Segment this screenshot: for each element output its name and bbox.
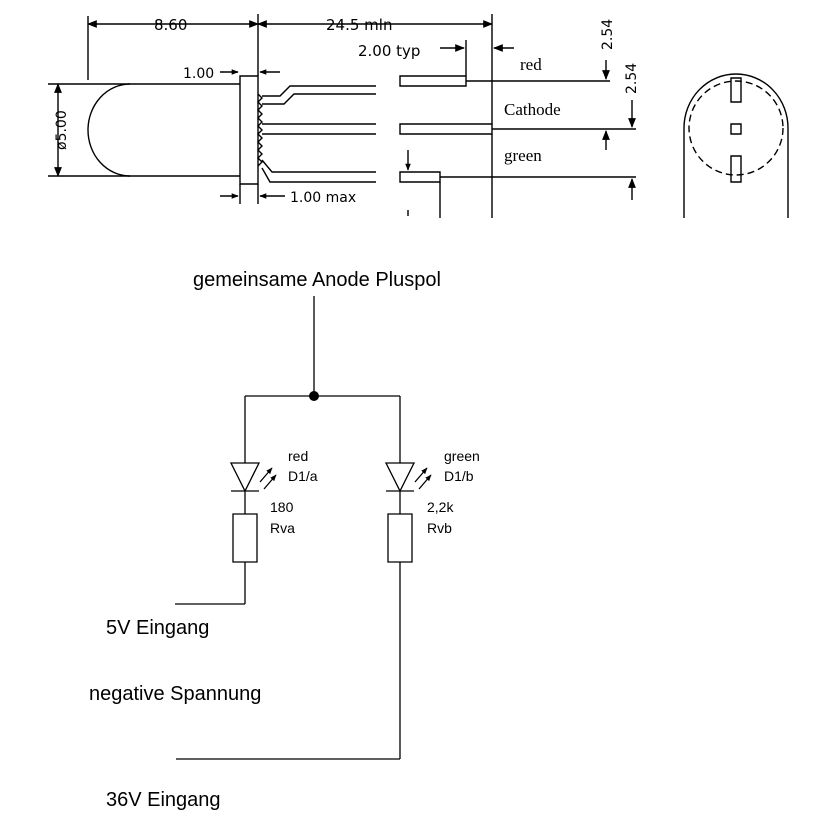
input-5v-label: 5V Eingang [106, 617, 209, 639]
drawing-labels: 8.60 24.5 mln 2.00 typ 1.00 1.00 max ø5.… [54, 16, 640, 206]
input-36v-label: 36V Eingang [106, 789, 221, 811]
lead-label-cathode: Cathode [504, 100, 561, 119]
res-b-ref: Rvb [427, 520, 452, 536]
led-diode-b [386, 463, 431, 491]
res-a-ref: Rva [270, 520, 295, 536]
lead-red-end [400, 76, 466, 86]
negative-voltage-label: negative Spannung [89, 683, 261, 705]
led-dome [88, 84, 240, 176]
resistor-b [388, 514, 412, 562]
lead-green-end [400, 172, 440, 182]
led-b-ref: D1/b [444, 468, 474, 484]
lead-green [262, 160, 376, 182]
dim-pitch-a: 2.54 [600, 19, 616, 50]
dim-flange-100: 1.00 [183, 66, 214, 82]
dim-pitch-b: 2.54 [624, 63, 640, 94]
led-b-color: green [444, 448, 480, 464]
dim-860: 8.60 [154, 16, 187, 34]
led-crimp [258, 94, 262, 166]
led-a-ref: D1/a [288, 468, 318, 484]
dim-max-100: 1.00 max [290, 190, 356, 206]
resistor-a [233, 514, 257, 562]
led-diode-a [231, 463, 276, 491]
anode-label: gemeinsame Anode Pluspol [193, 269, 441, 291]
lead-red [262, 86, 376, 104]
mechanical-drawing [48, 14, 788, 218]
lead-label-green: green [504, 146, 542, 165]
circuit-diagram [175, 296, 431, 759]
dim-diameter: ø5.00 [54, 110, 70, 150]
led-flange [240, 76, 258, 184]
res-b-value: 2,2k [427, 499, 454, 515]
led-end-view [684, 74, 788, 218]
lead-cathode [262, 124, 376, 134]
dim-245: 24.5 mln [326, 16, 392, 34]
dim-typ-200: 2.00 typ [358, 42, 420, 60]
circuit-labels: gemeinsame Anode Pluspol red D1/a green … [89, 269, 480, 811]
res-a-value: 180 [270, 499, 294, 515]
junction-dot [309, 391, 319, 401]
led-a-color: red [288, 448, 308, 464]
lead-cathode-end [400, 124, 492, 134]
lead-label-red: red [520, 55, 542, 74]
